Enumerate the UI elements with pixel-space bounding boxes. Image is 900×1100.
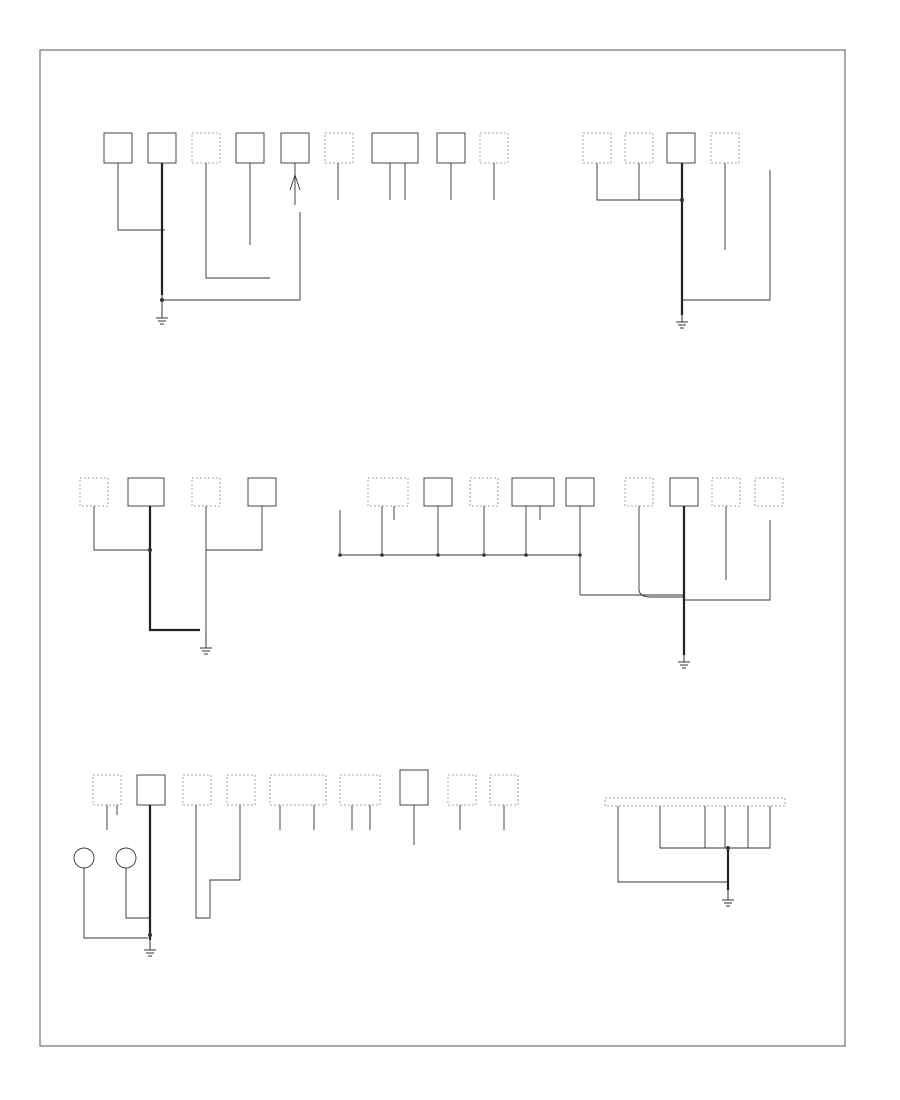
component-connector <box>79 477 109 507</box>
component-connector <box>710 132 740 164</box>
component-connector <box>754 477 784 507</box>
component-connector <box>136 774 166 806</box>
ground-wire <box>339 510 580 556</box>
splice-dot <box>524 553 528 557</box>
component-connector <box>436 132 466 164</box>
splice-dot <box>482 553 486 557</box>
component-connector <box>624 132 654 164</box>
ground-symbol <box>722 890 734 907</box>
ground-group-5 <box>73 769 519 957</box>
component-connector <box>92 774 122 806</box>
ground-wire <box>617 806 728 883</box>
component-connector <box>511 477 555 507</box>
splice-dot <box>726 846 730 850</box>
component-connector <box>339 774 381 806</box>
ground-wire <box>161 212 301 301</box>
ground-wire <box>205 163 270 279</box>
ground-wire <box>148 506 200 632</box>
splice-dot <box>338 553 342 557</box>
component-connector <box>103 132 133 164</box>
splice-dot <box>436 553 440 557</box>
component-connector <box>565 477 595 507</box>
component-connector <box>371 132 419 164</box>
ground-symbol <box>144 940 156 957</box>
ground-wire <box>659 806 771 849</box>
component-connector <box>235 132 265 164</box>
component-connector <box>399 769 429 806</box>
component-connector <box>191 477 221 507</box>
component-connector <box>182 774 212 806</box>
ground-wire <box>209 845 241 918</box>
component-connector <box>669 477 699 507</box>
ground-symbol <box>676 315 688 329</box>
ground-wire <box>93 506 150 551</box>
component-connector <box>73 847 95 869</box>
ground-group-4 <box>338 477 784 669</box>
component-connector <box>226 774 256 806</box>
component-connector <box>624 477 654 507</box>
ground-wire <box>106 805 118 830</box>
component-connector <box>147 132 177 164</box>
ground-wire <box>381 506 581 595</box>
ground-wire <box>704 806 749 848</box>
ground-wire <box>205 506 263 551</box>
component-connector <box>367 477 409 507</box>
ground-wire <box>638 506 684 598</box>
ground-group-6 <box>604 797 786 907</box>
component-connector <box>666 132 696 164</box>
component-connector <box>324 132 354 164</box>
ground-wire <box>83 868 148 939</box>
ground-wire <box>117 163 165 231</box>
ground-wire <box>195 805 210 919</box>
ground-wire <box>596 163 682 201</box>
ground-wire <box>682 170 771 301</box>
splice-dot <box>578 553 582 557</box>
component-connector <box>127 477 165 507</box>
splice-dot <box>680 198 684 202</box>
ground-wire <box>684 520 771 601</box>
ground-symbol <box>156 300 168 325</box>
component-connector <box>604 797 786 807</box>
component-connector <box>423 477 453 507</box>
ground-wire <box>125 868 150 919</box>
component-connector <box>280 132 310 164</box>
diagram-frame <box>39 49 846 1047</box>
component-connector <box>447 774 477 806</box>
splice-dot <box>380 553 384 557</box>
ground-group-1 <box>103 132 509 325</box>
component-connector <box>247 477 277 507</box>
ground-group-3 <box>79 477 277 655</box>
component-connector <box>489 774 519 806</box>
ground-wire <box>239 805 505 845</box>
splice-dot <box>148 548 152 552</box>
ground-wire <box>337 163 495 200</box>
ground-wire <box>289 174 301 191</box>
ground-group-2 <box>582 132 771 329</box>
component-connector <box>479 132 509 164</box>
splice-dot <box>148 933 152 937</box>
component-connector <box>191 132 221 164</box>
component-connector <box>469 477 499 507</box>
ground-symbol <box>678 655 690 669</box>
component-connector <box>115 847 137 869</box>
component-connector <box>269 774 327 806</box>
component-connector <box>711 477 741 507</box>
ground-symbol <box>200 630 212 655</box>
component-connector <box>582 132 612 164</box>
